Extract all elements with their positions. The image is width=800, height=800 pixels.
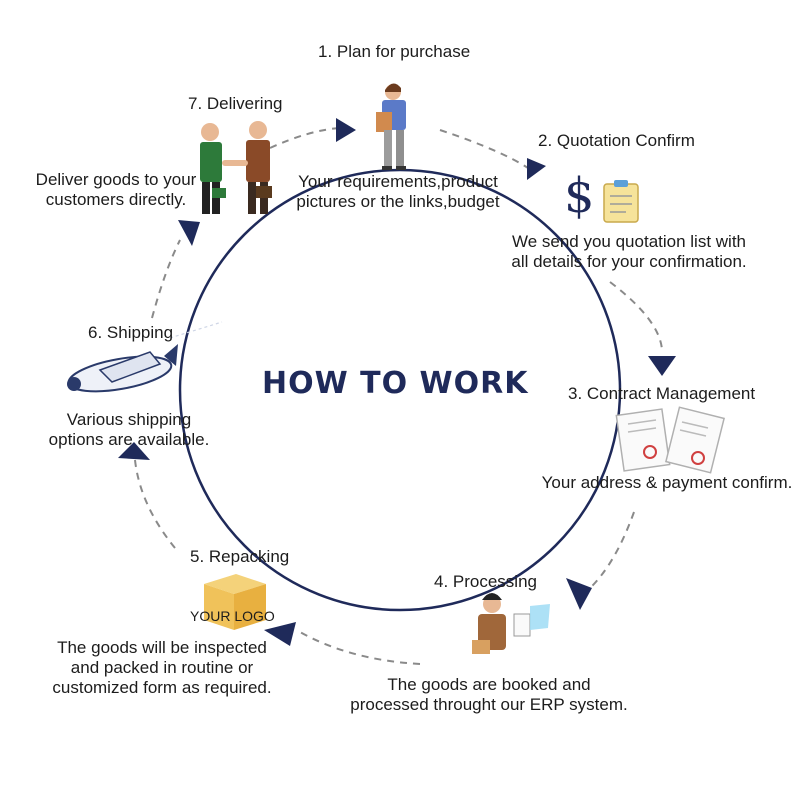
step-1-description: Your requirements,product pictures or th… bbox=[288, 172, 508, 212]
arrow-to-step-3 bbox=[648, 356, 676, 376]
dashed-connectors bbox=[134, 127, 663, 665]
step-6-label: 6. Shipping bbox=[88, 323, 174, 342]
dollar-clipboard-icon: $ bbox=[564, 168, 639, 224]
step-7-label: 7. Delivering bbox=[188, 94, 283, 113]
step-2-description: We send you quotation list with all deta… bbox=[500, 232, 758, 272]
svg-text:$: $ bbox=[564, 168, 595, 224]
handshake-icon bbox=[200, 121, 272, 214]
step-5-description: The goods will be inspected and packed i… bbox=[46, 638, 278, 698]
step-6-desc-line-1: Various shipping bbox=[66, 410, 192, 429]
airplane-icon bbox=[67, 321, 223, 393]
step-7-description: Deliver goods to your customers directly… bbox=[26, 170, 206, 210]
step-2-label: 2. Quotation Confirm bbox=[538, 131, 695, 150]
box-icon: YOUR LOGO bbox=[190, 574, 275, 630]
connector-1-2 bbox=[439, 129, 529, 169]
arrow-to-step-7 bbox=[178, 220, 200, 246]
step-6-desc-line-2: options are available. bbox=[48, 430, 210, 449]
connector-2-3 bbox=[609, 281, 663, 351]
step-6-description: Various shipping options are available. bbox=[44, 410, 214, 450]
arrow-to-step-6 bbox=[118, 442, 150, 460]
step-2-desc-line-1: We send you quotation list with bbox=[511, 232, 747, 251]
connector-5-6 bbox=[134, 459, 176, 549]
person-with-box-icon bbox=[376, 83, 406, 170]
step-3-description: Your address & payment confirm. bbox=[537, 473, 797, 493]
connector-7-1 bbox=[269, 127, 341, 149]
cycle-arrows bbox=[118, 118, 676, 646]
arrow-to-step-5 bbox=[264, 622, 296, 646]
step-3-label: 3. Contract Management bbox=[568, 384, 756, 403]
your-logo-text: YOUR LOGO bbox=[190, 608, 275, 624]
step-4-desc-line-1: The goods are booked and bbox=[387, 675, 591, 694]
step-3-desc-line-1: Your address & payment confirm. bbox=[541, 473, 793, 492]
arrow-to-step-2 bbox=[527, 158, 546, 180]
connector-6-7 bbox=[151, 239, 181, 319]
diagram-title: HOW TO WORK bbox=[262, 366, 529, 401]
step-7-desc-line-1: Deliver goods to your bbox=[35, 170, 197, 189]
step-2-desc-line-2: all details for your confirmation. bbox=[511, 252, 747, 271]
step-1-desc-line-1: Your requirements,product bbox=[298, 172, 498, 191]
step-5-desc-line-3: customized form as required. bbox=[52, 678, 272, 697]
step-4-label: 4. Processing bbox=[434, 572, 537, 591]
step-5-desc-line-2: and packed in routine or bbox=[70, 658, 254, 677]
step-5-label: 5. Repacking bbox=[190, 547, 290, 566]
worker-at-screen-icon bbox=[472, 593, 550, 654]
step-1-desc-line-2: pictures or the links,budget bbox=[296, 192, 500, 211]
arrow-to-step-4 bbox=[566, 578, 592, 610]
step-4-description: The goods are booked and processed throu… bbox=[348, 675, 630, 715]
connector-3-4 bbox=[587, 511, 635, 591]
arrow-to-step-1 bbox=[336, 118, 356, 142]
step-7-desc-line-2: customers directly. bbox=[45, 190, 187, 209]
step-1-label: 1. Plan for purchase bbox=[318, 42, 471, 61]
connector-4-5 bbox=[299, 631, 421, 665]
contract-documents-icon bbox=[615, 406, 725, 474]
step-5-desc-line-1: The goods will be inspected bbox=[57, 638, 267, 657]
step-4-desc-line-2: processed throught our ERP system. bbox=[350, 695, 628, 714]
